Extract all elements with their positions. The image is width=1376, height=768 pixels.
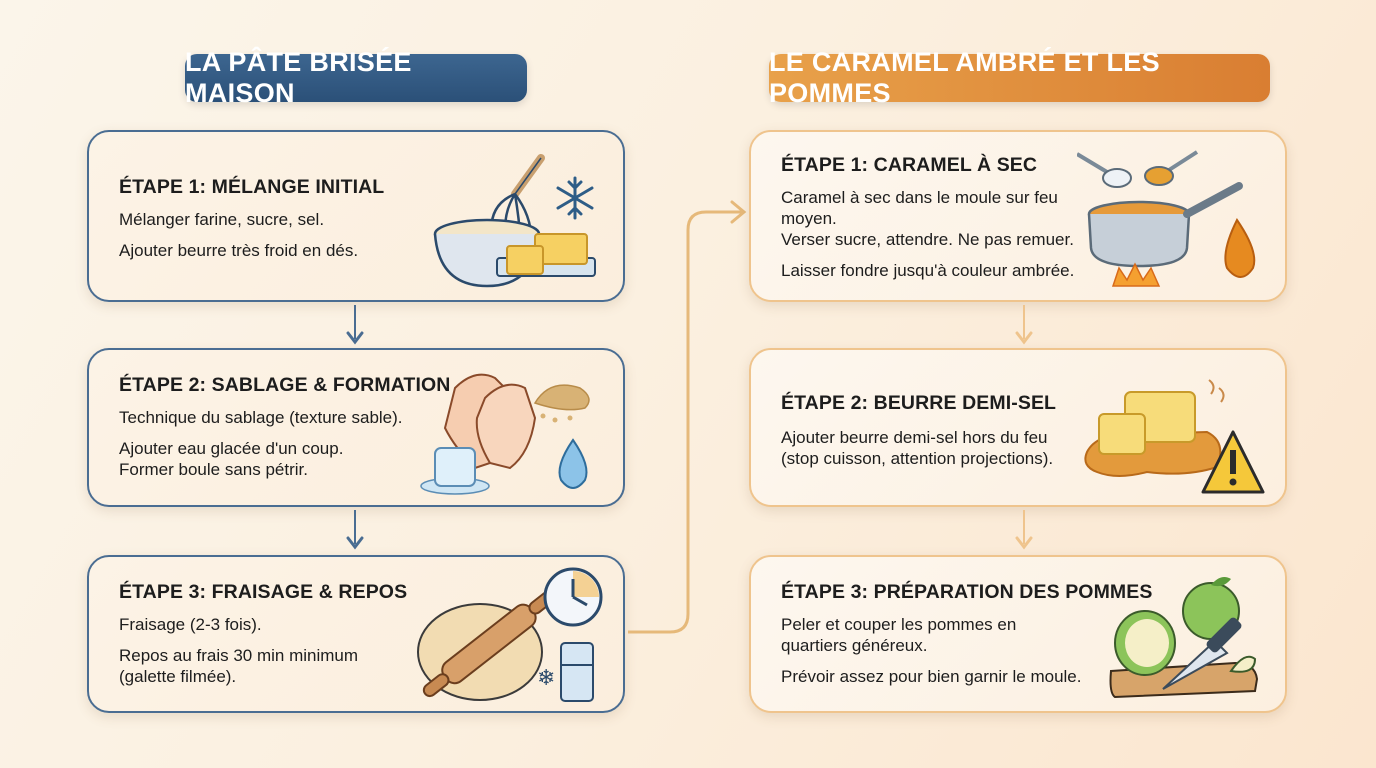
step-title: ÉTAPE 3: PRÉPARATION DES POMMES (781, 581, 1153, 603)
step-line: Prévoir assez pour bien garnir le moule. (781, 667, 1082, 686)
step-line: (galette filmée). (119, 667, 237, 686)
ice-cube-icon (420, 447, 490, 495)
arrow-down-icon (346, 305, 364, 345)
step-line: Fraisage (2-3 fois). (119, 615, 262, 634)
step-line: moyen. (781, 209, 837, 228)
step-line: Verser sucre, attendre. Ne pas remuer. (781, 230, 1074, 249)
step-line: (stop cuisson, attention projections). (781, 449, 1054, 468)
caramel-step-3-card: ÉTAPE 3: PRÉPARATION DES POMMES Peler et… (749, 555, 1287, 713)
column-connector-arrow (628, 200, 747, 634)
warning-icon (1201, 430, 1265, 494)
flame-icon (1111, 262, 1161, 287)
caramel-step-2-card: ÉTAPE 2: BEURRE DEMI-SEL Ajouter beurre … (749, 348, 1287, 507)
snowflake-icon (556, 176, 594, 220)
step-title: ÉTAPE 2: SABLAGE & FORMATION (119, 374, 451, 396)
caramel-step-1-card: ÉTAPE 1: CARAMEL À SEC Caramel à sec dan… (749, 130, 1287, 302)
caramel-drop-icon (1224, 218, 1256, 278)
arrow-down-icon (346, 510, 364, 550)
apples-icon (1109, 577, 1259, 699)
spoons-sugar-icon (1077, 150, 1199, 188)
sand-crumbs-icon (533, 384, 590, 423)
caramel-pommes-title: LE CARAMEL AMBRÉ ET LES POMMES (769, 47, 1270, 108)
saucepan-icon (1077, 150, 1256, 287)
step-line: Peler et couper les pommes en (781, 615, 1017, 634)
arrow-down-icon (1015, 510, 1033, 550)
step-line: Caramel à sec dans le moule sur feu (781, 188, 1058, 207)
step-line: Technique du sablage (texture sable). (119, 408, 403, 427)
melting-butter-icon (1084, 379, 1265, 494)
pate-step-1-card: ÉTAPE 1: MÉLANGE INITIAL Mélanger farine… (87, 130, 625, 302)
step-title: ÉTAPE 3: FRAISAGE & REPOS (119, 581, 408, 603)
fridge-icon: ❄ (537, 642, 594, 702)
step-line: quartiers généreux. (781, 636, 928, 655)
pate-step-3-card: ÉTAPE 3: FRAISAGE & REPOS Fraisage (2-3 … (87, 555, 625, 713)
clock-icon (543, 567, 603, 627)
step-title: ÉTAPE 2: BEURRE DEMI-SEL (781, 392, 1057, 414)
pate-step-2-card: ÉTAPE 2: SABLAGE & FORMATION Technique d… (87, 348, 625, 507)
step-line: Laisser fondre jusqu'à couleur ambrée. (781, 261, 1075, 280)
step-line: Ajouter beurre demi-sel hors du feu (781, 428, 1048, 447)
step-title: ÉTAPE 1: CARAMEL À SEC (781, 154, 1038, 176)
water-drop-icon (558, 438, 588, 489)
step-line: Repos au frais 30 min minimum (119, 646, 359, 665)
step-line: Ajouter eau glacée d'un coup. (119, 439, 344, 458)
knife-icon (1162, 617, 1242, 690)
step-line: Ajouter beurre très froid en dés. (119, 241, 359, 260)
arrow-down-icon (1015, 305, 1033, 345)
step-title: ÉTAPE 1: MÉLANGE INITIAL (119, 176, 385, 198)
step-line: Mélanger farine, sucre, sel. (119, 210, 325, 229)
rolling-pin-dough-icon: ❄ (417, 567, 603, 702)
whisk-bowl-icon (433, 154, 596, 288)
pate-brisee-title: LA PÂTE BRISÉE MAISON (185, 47, 527, 108)
svg-text:❄: ❄ (537, 665, 555, 690)
hands-rubbing-icon (420, 373, 590, 495)
step-line: Former boule sans pétrir. (119, 460, 308, 479)
